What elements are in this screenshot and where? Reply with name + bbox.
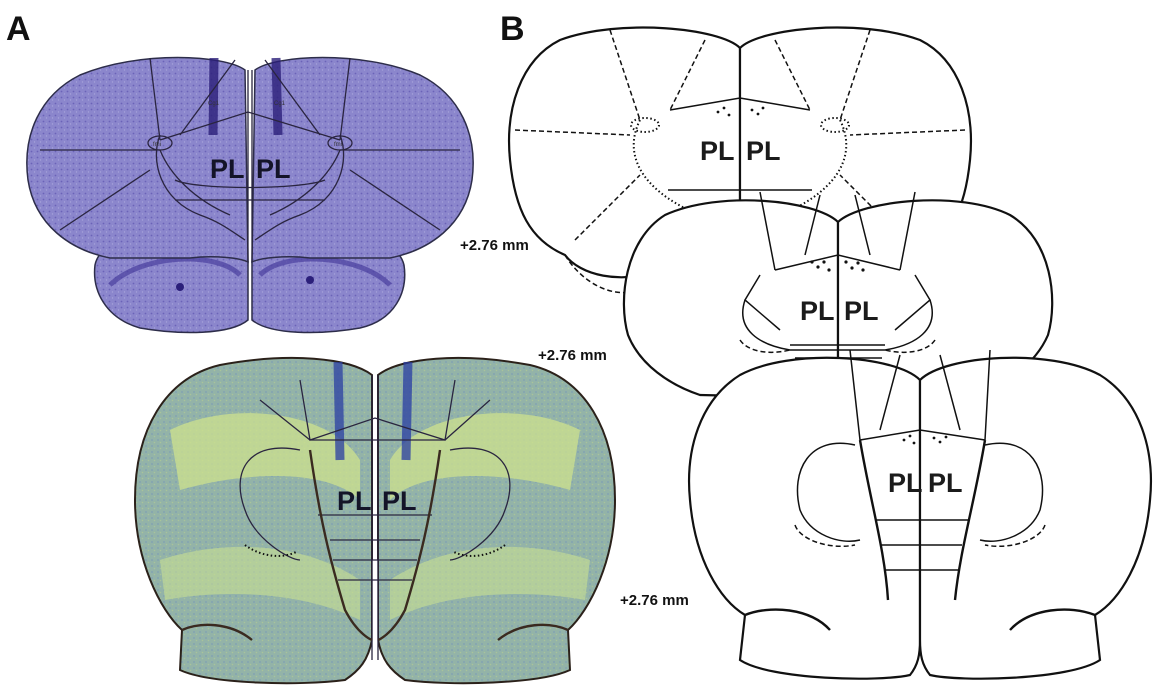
panel-a-letter: A xyxy=(6,10,31,48)
atlas-section-3: PL PL xyxy=(689,350,1151,679)
fluor-hemisphere-right xyxy=(378,358,615,683)
nissl-cg1-right: Cg1 xyxy=(274,101,286,107)
atlas3-pl-left: PL xyxy=(888,468,923,498)
nissl-cg1-left: Cg1 xyxy=(208,101,220,107)
atlas3-pl-right: PL xyxy=(928,468,963,498)
coordinate-fluor: +2.76 mm xyxy=(620,592,689,609)
nissl-fmi-left: fmi xyxy=(153,142,161,148)
coordinate-atlas: +2.76 mm xyxy=(538,347,607,364)
atlas2-pl-left: PL xyxy=(800,296,835,326)
nissl-fmi-right: fmi xyxy=(334,142,342,148)
fluor-pl-right: PL xyxy=(382,486,417,516)
atlas1-pl-right: PL xyxy=(746,136,781,166)
fluorescence-section: PL PL xyxy=(135,358,615,683)
panel-b-letter: B xyxy=(500,10,525,48)
nissl-pl-left: PL xyxy=(210,154,245,184)
nissl-section: Cg1 Cg1 fmi fmi PL PL xyxy=(27,58,473,333)
coordinate-nissl: +2.76 mm xyxy=(460,237,529,254)
atlas1-pl-left: PL xyxy=(700,136,735,166)
fluor-pl-left: PL xyxy=(337,486,372,516)
nissl-pl-right: PL xyxy=(256,154,291,184)
atlas2-pl-right: PL xyxy=(844,296,879,326)
